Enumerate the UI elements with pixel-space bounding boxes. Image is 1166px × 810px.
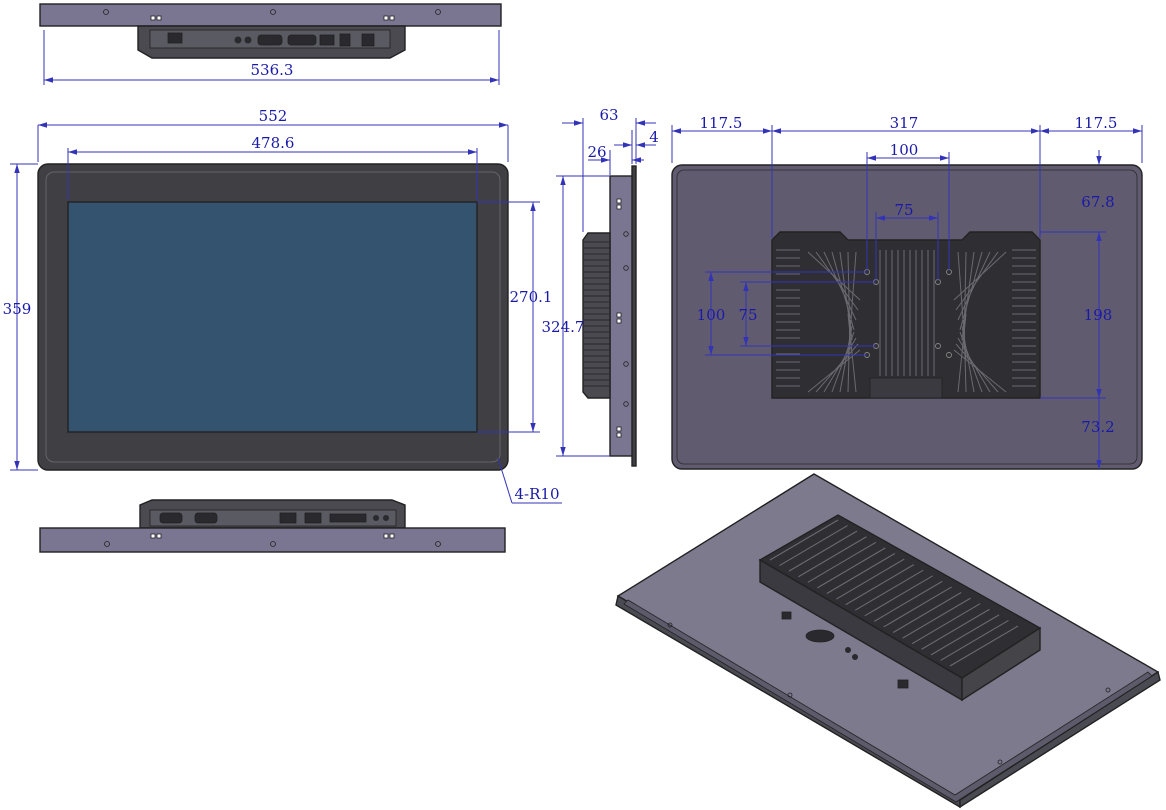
heatsink-fin bbox=[955, 343, 999, 393]
dim-back-vesa-outer-v: 100 bbox=[697, 306, 726, 324]
heatsink-fin bbox=[788, 530, 858, 572]
heatsink-fin bbox=[957, 337, 991, 393]
com-port-icon-2 bbox=[194, 512, 218, 524]
heatsink-fin bbox=[854, 569, 924, 611]
dim-corner-radius: 4-R10 bbox=[515, 485, 560, 503]
dim-side-height: 324.7 bbox=[542, 318, 585, 336]
heatsink-fin bbox=[847, 251, 857, 361]
heatsink-fin bbox=[815, 251, 859, 311]
heatsink-fin bbox=[957, 313, 967, 393]
heatsink-fin bbox=[845, 564, 915, 606]
back-view: 117.5 317 117.5 100 75 67.8 198 73.2 100… bbox=[671, 114, 1143, 470]
com-port-icon bbox=[159, 512, 183, 524]
heatsink-fin bbox=[807, 251, 861, 301]
heatsink-fin bbox=[953, 251, 1007, 301]
front-view: 552 478.6 359 270.1 4-R10 bbox=[3, 107, 562, 504]
side-view: 63 4 26 324.7 bbox=[542, 106, 659, 467]
heatsink-fin bbox=[815, 343, 859, 393]
dim-front-screen-width: 478.6 bbox=[252, 134, 295, 152]
heatsink-fin bbox=[779, 525, 848, 567]
heatsink-fin bbox=[892, 592, 962, 634]
heatsink-fin bbox=[957, 251, 991, 321]
heatsink-fin bbox=[949, 625, 1019, 667]
dim-front-outer-height: 359 bbox=[3, 300, 32, 318]
heatsink-fin bbox=[902, 597, 971, 639]
dim-side-flange: 4 bbox=[649, 128, 659, 146]
side-heatsink bbox=[582, 232, 611, 399]
vga-port-icon bbox=[257, 34, 283, 46]
heatsink-fin bbox=[930, 614, 1000, 656]
back-heatsink bbox=[771, 231, 1041, 399]
dim-back-case-width: 317 bbox=[890, 114, 919, 132]
heatsink-fin bbox=[921, 608, 990, 650]
side-bezel-flange bbox=[631, 165, 637, 467]
heatsink-fin bbox=[911, 603, 981, 645]
heatsink-fin bbox=[817, 547, 886, 589]
heatsink-fin bbox=[847, 313, 857, 393]
bottom-view bbox=[39, 499, 506, 553]
dim-top-width: 536.3 bbox=[251, 61, 294, 79]
top-frame-bar bbox=[39, 3, 502, 27]
usb-port-icon bbox=[167, 32, 183, 44]
heatsink-fin bbox=[807, 541, 877, 583]
top-view: 536.3 bbox=[39, 3, 502, 85]
lan-port-icon-2 bbox=[304, 512, 322, 524]
dim-front-outer-width: 552 bbox=[259, 107, 288, 125]
terminal-block-icon bbox=[329, 513, 367, 523]
side-frame-bar bbox=[609, 175, 635, 457]
heatsink-fin bbox=[959, 251, 983, 331]
dim-back-right-offset: 117.5 bbox=[1075, 114, 1118, 132]
dim-back-vesa-inner: 75 bbox=[894, 201, 913, 219]
dim-back-vesa-outer: 100 bbox=[890, 141, 919, 159]
front-screen bbox=[67, 201, 478, 433]
heatsink-fin bbox=[864, 575, 934, 617]
lan-port-icon bbox=[279, 512, 297, 524]
dim-back-case-height: 198 bbox=[1084, 306, 1113, 324]
heatsink-fin bbox=[873, 580, 943, 622]
dim-back-left-offset: 117.5 bbox=[700, 114, 743, 132]
heatsink-fin bbox=[883, 586, 952, 628]
heatsink-fin bbox=[940, 619, 1009, 661]
isometric-view bbox=[615, 473, 1161, 809]
bottom-frame-bar bbox=[39, 527, 506, 553]
dim-side-depth-total: 63 bbox=[599, 106, 618, 124]
heatsink-fin bbox=[955, 251, 999, 311]
heatsink-fin bbox=[957, 251, 967, 361]
dim-front-screen-height: 270.1 bbox=[510, 288, 553, 306]
heatsink-fin bbox=[826, 552, 896, 594]
heatsink-fin bbox=[823, 251, 857, 321]
dim-back-bottom-offset: 73.2 bbox=[1081, 418, 1114, 436]
heatsink-fin bbox=[836, 558, 905, 600]
dvi-port-icon bbox=[287, 34, 317, 46]
dim-back-top-offset: 67.8 bbox=[1081, 193, 1114, 211]
dim-side-body: 26 bbox=[587, 143, 606, 161]
heatsink-fin bbox=[769, 519, 839, 561]
power-jack-icon bbox=[361, 33, 375, 47]
heatsink-fin bbox=[823, 337, 857, 393]
dim-back-vesa-inner-v: 75 bbox=[738, 306, 757, 324]
heatsink-fin bbox=[798, 536, 867, 578]
heatsink-fin bbox=[831, 251, 855, 331]
